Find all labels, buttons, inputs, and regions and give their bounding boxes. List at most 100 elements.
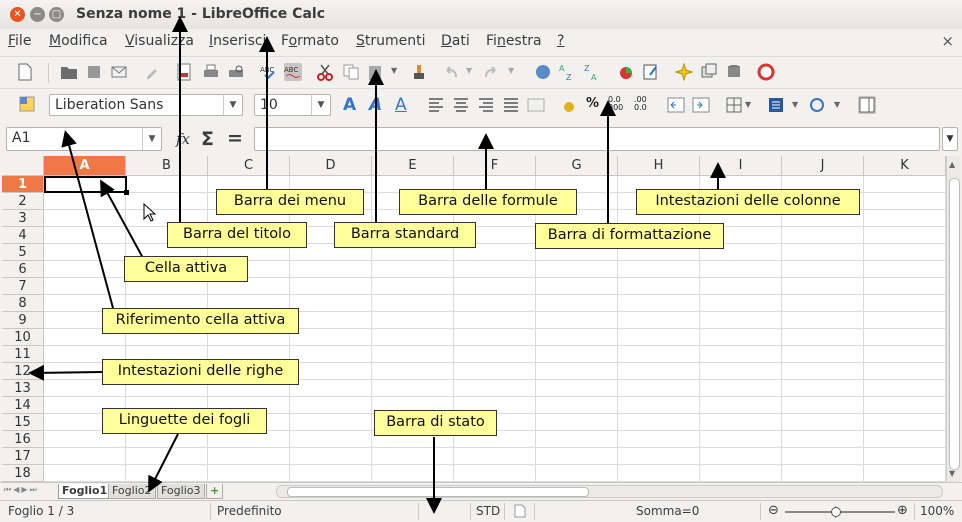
- bold-icon[interactable]: A: [343, 95, 357, 115]
- zoom-percent[interactable]: 100%: [920, 504, 955, 518]
- column-header-d[interactable]: D: [290, 156, 372, 176]
- vertical-scrollbar[interactable]: ▲ ▼: [946, 156, 961, 482]
- sheet-tab-3[interactable]: Foglio3: [157, 484, 205, 499]
- menu-dati[interactable]: Dati: [441, 33, 470, 49]
- row-header-2[interactable]: 2: [2, 193, 44, 210]
- row-header-12[interactable]: 12: [2, 363, 44, 380]
- select-all-corner[interactable]: [2, 156, 44, 176]
- column-header-b[interactable]: B: [126, 156, 208, 176]
- formula-input[interactable]: [254, 127, 940, 151]
- expand-formula-icon[interactable]: ▼: [942, 127, 958, 151]
- row-header-16[interactable]: 16: [2, 431, 44, 448]
- row-header-5[interactable]: 5: [2, 244, 44, 261]
- selection-mode[interactable]: STD: [476, 504, 501, 518]
- redo-dropdown-icon[interactable]: ▼: [508, 66, 515, 75]
- undo-icon[interactable]: [442, 63, 460, 81]
- export-pdf-icon[interactable]: [175, 63, 193, 81]
- sum-icon[interactable]: Σ: [201, 128, 214, 150]
- column-header-a[interactable]: A: [44, 156, 126, 176]
- open-folder-icon[interactable]: [60, 63, 78, 81]
- scroll-down-icon[interactable]: ▼: [949, 469, 956, 478]
- sidebar-toggle-icon[interactable]: [858, 96, 876, 114]
- row-header-7[interactable]: 7: [2, 278, 44, 295]
- font-name-combo[interactable]: Liberation Sans ▼: [49, 94, 243, 116]
- column-header-j[interactable]: J: [782, 156, 864, 176]
- sheet-tab-2[interactable]: Foglio2: [108, 484, 156, 499]
- page-style[interactable]: Predefinito: [217, 504, 282, 518]
- merge-cells-icon[interactable]: [527, 96, 545, 114]
- redo-icon[interactable]: [482, 63, 500, 81]
- undo-dropdown-icon[interactable]: ▼: [466, 66, 473, 75]
- borders-icon[interactable]: [725, 96, 743, 114]
- background-color-icon[interactable]: [767, 96, 785, 114]
- save-icon[interactable]: [85, 63, 103, 81]
- pivot-table-icon[interactable]: [642, 63, 660, 81]
- paste-icon[interactable]: [366, 63, 384, 81]
- row-header-3[interactable]: 3: [2, 210, 44, 227]
- scroll-up-icon[interactable]: ▲: [949, 160, 956, 169]
- function-equals-icon[interactable]: =: [227, 127, 243, 149]
- column-header-k[interactable]: K: [864, 156, 946, 176]
- name-box[interactable]: A1 ▼: [6, 127, 162, 151]
- row-header-6[interactable]: 6: [2, 261, 44, 278]
- decrease-indent-icon[interactable]: [667, 96, 685, 114]
- add-sheet-icon[interactable]: +: [206, 484, 224, 499]
- fill-handle[interactable]: [124, 190, 129, 195]
- zoom-out-icon[interactable]: ⊖: [768, 503, 779, 518]
- close-window-icon[interactable]: ✕: [10, 7, 25, 22]
- menu-finestra[interactable]: Finestra: [486, 33, 542, 49]
- data-sources-icon[interactable]: [725, 63, 743, 81]
- chevron-down-icon[interactable]: ▼: [223, 95, 242, 115]
- styles-formatting-icon[interactable]: [18, 95, 36, 113]
- spellcheck-icon[interactable]: ABC: [260, 63, 278, 81]
- column-header-h[interactable]: H: [618, 156, 700, 176]
- menu-help[interactable]: ?: [557, 33, 565, 49]
- paste-dropdown-icon[interactable]: ▼: [391, 66, 398, 75]
- column-header-i[interactable]: I: [700, 156, 782, 176]
- row-header-4[interactable]: 4: [2, 227, 44, 244]
- edit-file-icon[interactable]: [143, 63, 161, 81]
- gallery-icon[interactable]: [700, 63, 718, 81]
- justify-icon[interactable]: [502, 96, 520, 114]
- help-lifebuoy-icon[interactable]: [757, 63, 775, 81]
- row-header-10[interactable]: 10: [2, 329, 44, 346]
- bgcolor-dropdown-icon[interactable]: ▼: [792, 100, 799, 109]
- row-header-9[interactable]: 9: [2, 312, 44, 329]
- zoom-knob[interactable]: [831, 507, 841, 517]
- sheet-nav-arrows-icon[interactable]: ⏮◀▶⏭: [4, 485, 39, 494]
- row-header-14[interactable]: 14: [2, 397, 44, 414]
- font-color-icon[interactable]: [808, 96, 826, 114]
- row-header-17[interactable]: 17: [2, 448, 44, 465]
- menu-visualizza[interactable]: Visualizza: [125, 33, 194, 49]
- currency-format-icon[interactable]: [560, 96, 578, 114]
- sort-descending-icon[interactable]: ZA: [584, 63, 602, 81]
- chevron-down-icon[interactable]: ▼: [311, 95, 330, 115]
- increase-indent-icon[interactable]: [692, 96, 710, 114]
- active-cell[interactable]: [44, 176, 127, 193]
- print-icon[interactable]: [202, 63, 220, 81]
- minimize-window-icon[interactable]: −: [30, 7, 45, 22]
- column-header-e[interactable]: E: [372, 156, 454, 176]
- sort-ascending-icon[interactable]: AZ: [559, 63, 577, 81]
- horizontal-scrollbar[interactable]: [276, 485, 943, 498]
- font-size-combo[interactable]: 10 ▼: [254, 94, 331, 116]
- close-document-icon[interactable]: ×: [941, 32, 954, 50]
- autospellcheck-icon[interactable]: ABC: [284, 63, 302, 81]
- column-header-g[interactable]: G: [536, 156, 618, 176]
- print-preview-icon[interactable]: [227, 63, 245, 81]
- email-icon[interactable]: [110, 63, 128, 81]
- row-header-1[interactable]: 1: [2, 176, 44, 193]
- cut-icon[interactable]: [316, 63, 334, 81]
- menu-inserisci[interactable]: Inserisci: [209, 33, 267, 49]
- sheet-tab-1[interactable]: Foglio1: [58, 484, 112, 499]
- row-header-13[interactable]: 13: [2, 380, 44, 397]
- italic-icon[interactable]: A: [369, 95, 383, 115]
- copy-icon[interactable]: [342, 63, 360, 81]
- align-right-icon[interactable]: [477, 96, 495, 114]
- navigator-star-icon[interactable]: [675, 63, 693, 81]
- new-document-icon[interactable]: [16, 63, 34, 81]
- row-header-15[interactable]: 15: [2, 414, 44, 431]
- column-header-f[interactable]: F: [454, 156, 536, 176]
